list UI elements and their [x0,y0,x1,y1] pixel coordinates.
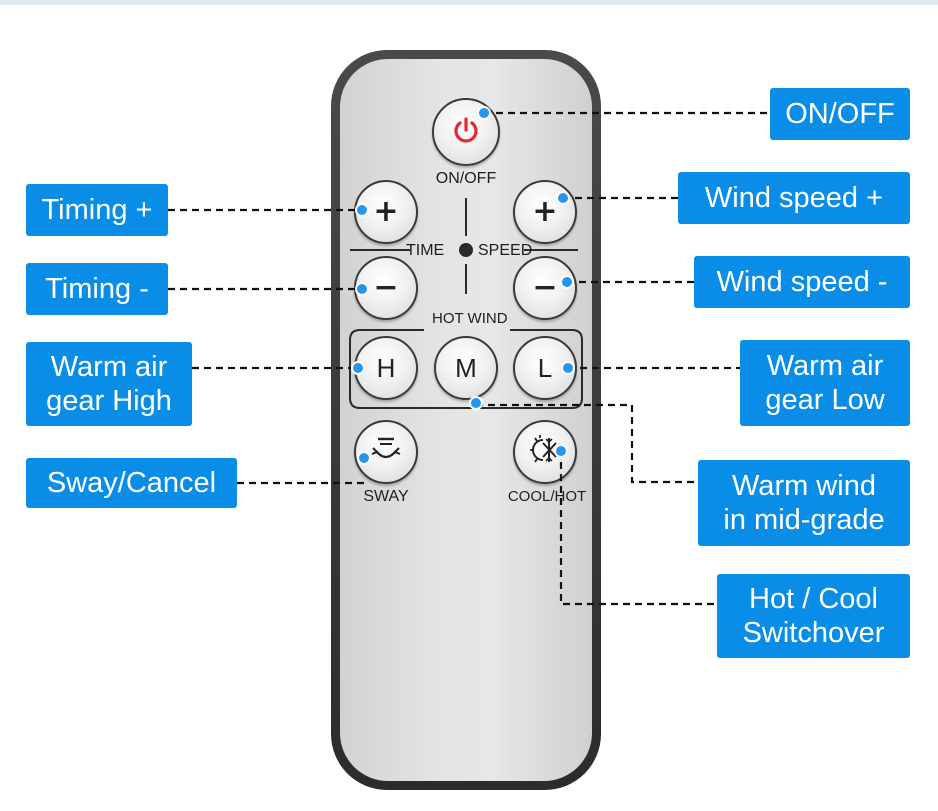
callout-warm-air-low-line1: Warm air [767,349,884,383]
callout-wind-speed-plus: Wind speed + [678,172,910,224]
wind-speed-minus-dot [560,275,574,289]
callout-warm-air-low: Warm air gear Low [740,340,910,426]
on-off-dot [477,106,491,120]
warm-mid-dot [469,396,483,410]
sway-dot [357,451,371,465]
callout-hot-cool-line1: Hot / Cool [749,582,878,616]
callout-on-off: ON/OFF [770,88,910,140]
callout-warm-air-high: Warm air gear High [26,342,192,426]
callout-timing-minus: Timing - [26,263,168,315]
callout-timing-minus-text: Timing - [45,272,149,306]
callout-wind-speed-plus-text: Wind speed + [705,181,883,215]
warm-high-dot [351,361,365,375]
callout-warm-air-high-line1: Warm air [51,350,168,384]
callout-timing-plus: Timing + [26,184,168,236]
callout-timing-plus-text: Timing + [42,193,153,227]
callout-warm-wind-mid: Warm wind in mid-grade [698,460,910,546]
warm-low-dot [561,361,575,375]
wind-speed-plus-dot [556,191,570,205]
hot-cool-connector [561,450,717,604]
callout-hot-cool-line2: Switchover [743,616,885,650]
callout-on-off-text: ON/OFF [785,97,895,131]
callout-warm-air-high-line2: gear High [46,384,172,418]
timing-minus-dot [355,282,369,296]
callout-wind-speed-minus-text: Wind speed - [717,265,888,299]
timing-plus-dot [355,203,369,217]
callout-warm-air-low-line2: gear Low [765,383,884,417]
callout-warm-wind-mid-line2: in mid-grade [723,503,884,537]
callout-warm-wind-mid-line1: Warm wind [732,469,876,503]
cool-hot-dot [554,444,568,458]
warm-mid-connector [476,405,698,482]
callout-sway-cancel-text: Sway/Cancel [47,466,216,500]
callout-hot-cool: Hot / Cool Switchover [717,574,910,658]
callout-wind-speed-minus: Wind speed - [694,256,910,308]
callout-sway-cancel: Sway/Cancel [26,458,237,508]
